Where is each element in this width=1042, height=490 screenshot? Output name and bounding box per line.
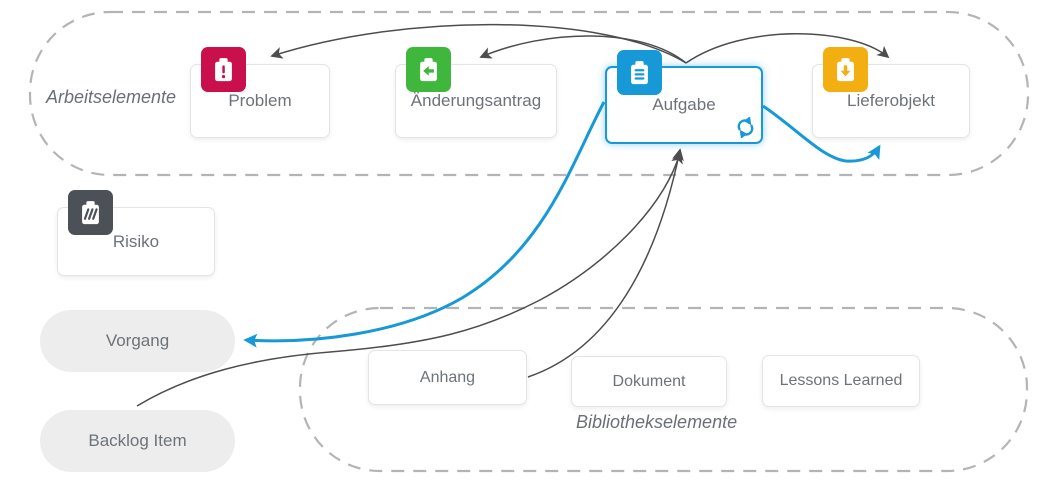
problem-exclamation-icon [201,47,246,92]
group-label-arbeitselemente: Arbeitselemente [46,87,177,107]
node-risiko[interactable]: Risiko [57,190,215,276]
node-problem[interactable]: Problem [190,47,330,138]
risk-icon [68,190,113,235]
node-risiko-label: Risiko [112,231,160,251]
node-backlog-item-label: Backlog Item [88,431,187,450]
group-label-bibliothekselemente: Bibliothekselemente [576,412,738,432]
node-anhang-label: Anhang [419,368,476,386]
node-dokument-label: Dokument [612,372,686,390]
node-lieferobjekt-label: Lieferobjekt [847,91,935,110]
change-request-icon [406,47,451,92]
task-clipboard-icon [617,50,662,95]
node-backlog-item[interactable]: Backlog Item [40,410,235,472]
node-dokument[interactable]: Dokument [571,356,727,407]
sync-icon [735,117,756,138]
node-aufgabe[interactable]: Aufgabe [605,50,763,144]
node-vorgang-label: Vorgang [105,331,170,350]
node-lieferobjekt[interactable]: Lieferobjekt [812,47,970,138]
node-anhang[interactable]: Anhang [368,350,527,405]
deliverable-icon [823,47,868,92]
node-aenderungsantrag-label: Änderungsantrag [410,91,542,110]
node-lessons-learned-label: Lessons Learned [779,372,903,389]
node-lessons-learned[interactable]: Lessons Learned [762,355,920,407]
node-problem-label: Problem [228,91,292,110]
connector-anhang-aufgabe [527,148,684,378]
node-aufgabe-label: Aufgabe [652,95,716,114]
node-vorgang[interactable]: Vorgang [40,310,235,372]
node-aenderungsantrag[interactable]: Änderungsantrag [395,47,557,138]
